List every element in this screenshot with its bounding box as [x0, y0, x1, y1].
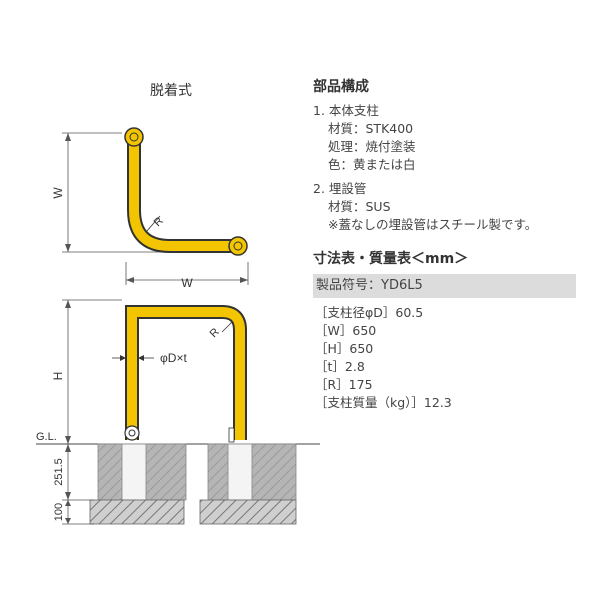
table-heading: 寸法表・質量表＜mm＞ [313, 251, 469, 267]
radius-label-elevation: R [208, 326, 222, 340]
parts-item1-finish: 処理：焼付塗装 [328, 139, 416, 154]
ground-line-label: G.L. [36, 431, 57, 443]
base-label: 100 [53, 503, 65, 521]
dimension-row: ［支柱質量（kg）］12.3 [315, 395, 452, 410]
dimension-row: ［W］650 [315, 323, 377, 338]
parts-item1-title: 1. 本体支柱 [313, 103, 379, 118]
depth-label: 251.5 [53, 458, 65, 486]
spec-panel: 部品構成 1. 本体支柱 材質：STK400 処理：焼付塗装 色：黄または白 2… [313, 76, 583, 412]
height-label: H [51, 372, 65, 381]
parts-item1-color: 色：黄または白 [328, 157, 416, 172]
dimension-row: ［R］175 [315, 377, 373, 392]
dimension-row: ［H］650 [315, 341, 374, 356]
radius-label-plan: R [152, 215, 166, 229]
dimension-list: ［支柱径φD］60.5 ［W］650 ［H］650 ［t］2.8 ［R］175 … [313, 304, 583, 412]
dim-w-vertical-label: W [51, 187, 65, 199]
dim-w-horizontal-label: W [181, 276, 193, 290]
parts-item2-title: 2. 埋設管 [313, 181, 367, 196]
parts-item2-note: ※蓋なしの埋設管はスチール製です。 [328, 217, 538, 232]
figure-caption: 脱着式 [150, 83, 192, 99]
dimension-row: ［支柱径φD］60.5 [315, 305, 424, 320]
plan-view [62, 127, 249, 285]
dimension-row: ［t］2.8 [315, 359, 365, 374]
parts-item2-material: 材質：SUS [328, 199, 391, 214]
parts-item1-material: 材質：STK400 [328, 121, 414, 136]
diameter-label: φD×t [160, 351, 187, 365]
parts-heading: 部品構成 [313, 79, 369, 95]
elevation-view [36, 299, 320, 525]
model-code-bar: 製品符号：YD6L5 [313, 274, 576, 298]
